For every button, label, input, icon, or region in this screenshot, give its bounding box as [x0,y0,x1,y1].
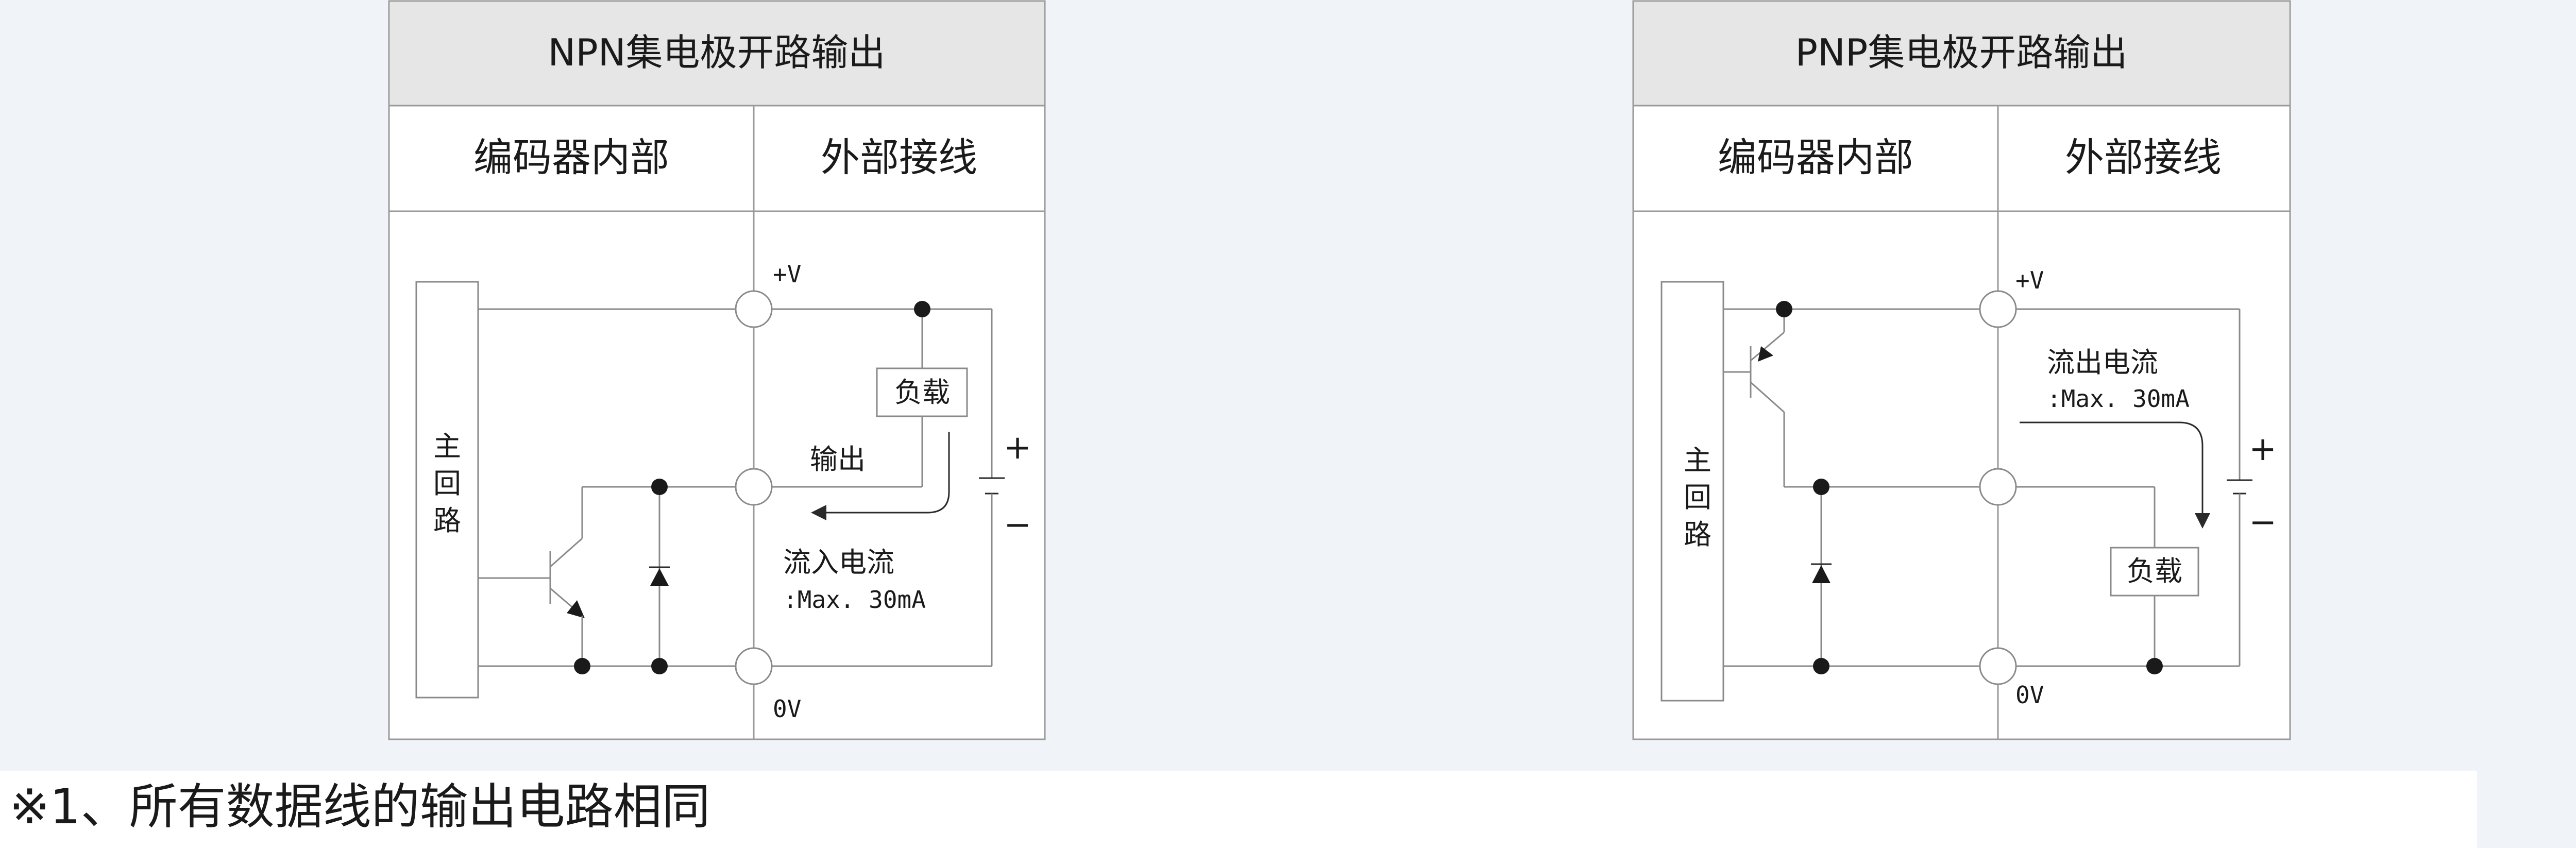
pnp-title-band [1634,2,2289,105]
pnp-main-circuit-label-2: 回 [1684,481,1711,514]
npn-main-circuit-label-2: 回 [433,467,461,500]
footnote-band [0,771,2477,848]
npn-diagram: NPN集电极开路输出 编码器内部 外部接线 主 回 路 负载 [388,0,1046,740]
npn-title: NPN集电极开路输出 [548,31,885,74]
pnp-header-external: 外部接线 [2065,134,2222,180]
npn-0v-label: 0V [773,695,801,723]
npn-title-band [390,2,1044,105]
pnp-terminal-0v [1979,647,2017,685]
npn-main-circuit-label-3: 路 [433,504,461,537]
npn-current-name: 流入电流 [783,546,894,579]
pnp-load-label: 负载 [2127,555,2182,587]
npn-minus-sign: − [1004,506,1031,544]
pnp-terminal-output [1979,468,2017,506]
pnp-current-max: :Max. 30mA [2047,385,2190,413]
pnp-current-name: 流出电流 [2047,346,2158,379]
npn-terminal-output [735,468,773,506]
pnp-frame [1632,0,2291,740]
pnp-main-circuit-label-1: 主 [1684,444,1711,477]
npn-header-internal: 编码器内部 [473,134,669,180]
npn-terminal-0v [735,647,773,685]
pnp-vplus-label: +V [2015,266,2044,294]
pnp-current-arrow [2020,421,2210,529]
pnp-header-internal: 编码器内部 [1718,134,1913,180]
npn-current-arrow [811,432,950,520]
npn-main-circuit-label-1: 主 [433,430,461,463]
npn-vplus-label: +V [773,260,801,288]
pnp-plus-sign: + [2249,430,2277,468]
npn-output-label: 输出 [810,443,866,476]
npn-load-label: 负载 [894,376,950,409]
npn-main-circuit-block [415,281,479,699]
footnote-text: ※1、所有数据线的输出电路相同 [9,779,710,835]
pnp-0v-label: 0V [2015,681,2044,709]
npn-plus-sign: + [1004,429,1031,467]
npn-current-max: :Max. 30mA [783,586,926,614]
pnp-main-circuit-label-3: 路 [1684,518,1711,551]
pnp-minus-sign: − [2249,503,2277,541]
npn-terminal-vplus [735,290,773,328]
pnp-title: PNP集电极开路输出 [1795,31,2128,74]
pnp-terminal-vplus [1979,290,2017,328]
npn-header-external: 外部接线 [821,134,977,180]
pnp-main-circuit-block [1660,281,1724,702]
pnp-diagram: PNP集电极开路输出 编码器内部 外部接线 主 回 路 负载 [1632,0,2291,740]
